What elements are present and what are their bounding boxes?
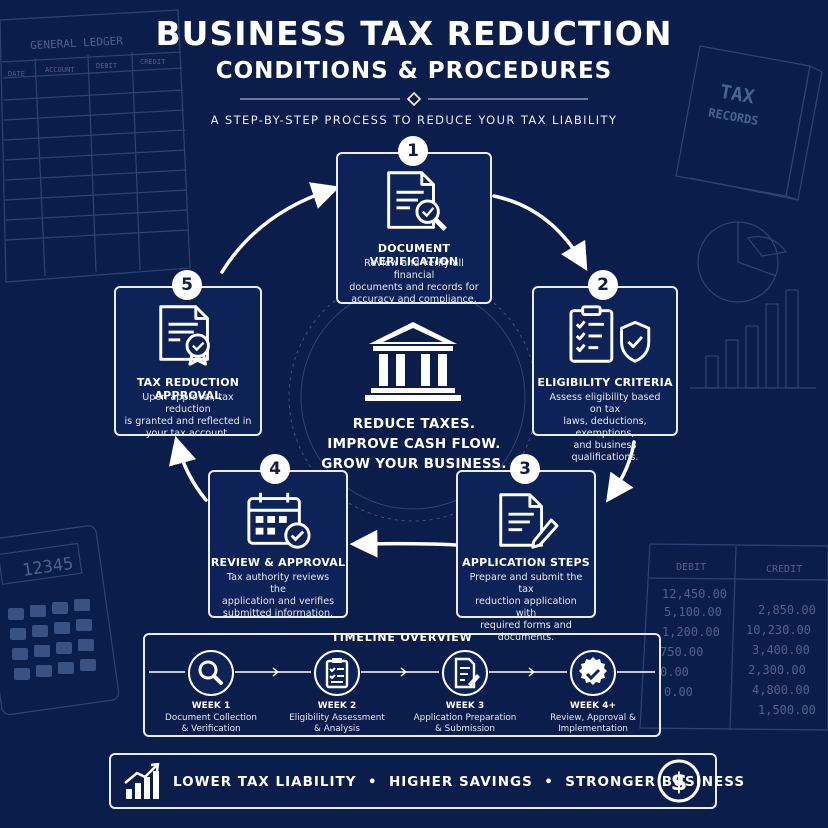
svg-text:3,400.00: 3,400.00 [752, 643, 810, 657]
document-pen-icon [499, 493, 559, 549]
step-badge-3: 3 [510, 454, 540, 484]
arrow-5-to-1 [220, 182, 340, 274]
arrow-3-to-4 [349, 529, 458, 558]
svg-text:DEBIT: DEBIT [676, 562, 706, 573]
calendar-check-icon [247, 492, 311, 549]
page-tagline: A STEP-BY-STEP PROCESS TO REDUCE YOUR TA… [210, 113, 618, 127]
growth-chart-icon [124, 763, 160, 799]
timeline-track [149, 667, 655, 677]
timeline-week: WEEK 2 [317, 701, 357, 711]
svg-text:ACCOUNT: ACCOUNT [45, 66, 75, 74]
svg-text:0.00: 0.00 [664, 685, 693, 699]
timeline-panel: TIMELINE OVERVIEW WEEK 1 Document Collec… [143, 631, 661, 737]
arrow-2-to-3 [606, 440, 636, 503]
center-message: REDUCE TAXES. IMPROVE CASH FLOW. GROW YO… [321, 416, 507, 472]
timeline-title: TIMELINE OVERVIEW [331, 631, 473, 644]
page-title: BUSINESS TAX REDUCTION [155, 14, 673, 53]
step-badge-1: 1 [398, 136, 428, 166]
arrow-1-to-2 [492, 194, 588, 272]
ledger-title: GENERAL LEDGER [30, 34, 124, 52]
checklist-shield-icon [569, 305, 651, 363]
timeline-week: WEEK 1 [191, 701, 231, 711]
timeline-description: Document Collection& Verification [165, 713, 257, 734]
timeline-description: Eligibility Assessment& Analysis [289, 713, 385, 734]
award-badge-icon [570, 650, 616, 696]
dollar-coin-icon: $ [657, 759, 701, 803]
step-title: TAX REDUCTION APPROVAL [136, 376, 240, 402]
step-title: REVIEW & APPROVAL [210, 556, 346, 569]
document-edit-icon [442, 650, 488, 696]
svg-text:$: $ [671, 768, 688, 796]
svg-text:DEBIT: DEBIT [96, 62, 118, 70]
step-card-2: ELIGIBILITY CRITERIA Assess eligibility … [532, 286, 678, 463]
magnifier-icon [188, 650, 234, 696]
svg-text:10,230.00: 10,230.00 [746, 623, 811, 637]
svg-text:750.00: 750.00 [660, 645, 703, 659]
timeline-week: WEEK 4+ [569, 701, 617, 711]
svg-text:DATE: DATE [8, 70, 25, 78]
benefits-banner: LOWER TAX LIABILITY • HIGHER SAVINGS • S… [109, 753, 746, 809]
step-title: ELIGIBILITY CRITERIA [537, 376, 673, 389]
benefits-text: LOWER TAX LIABILITY • HIGHER SAVINGS • S… [173, 774, 746, 790]
page-subtitle-heading: CONDITIONS & PROCEDURES [215, 58, 613, 84]
step-badge-2: 2 [588, 270, 618, 300]
svg-text:CREDIT: CREDIT [140, 58, 166, 66]
step-card-3: APPLICATION STEPS Prepare and submit the… [456, 470, 596, 643]
svg-text:4,800.00: 4,800.00 [752, 683, 810, 697]
svg-text:0.00: 0.00 [660, 665, 689, 679]
arrow-4-to-5 [168, 435, 208, 502]
document-search-icon [387, 171, 447, 231]
step-card-5: TAX REDUCTION APPROVAL Upon approval, ta… [114, 286, 262, 439]
certificate-icon [159, 305, 210, 366]
timeline-description: Review, Approval &Implementation [550, 713, 636, 734]
svg-text:2,850.00: 2,850.00 [758, 603, 816, 617]
step-title: APPLICATION STEPS [462, 556, 590, 569]
svg-text:2,300.00: 2,300.00 [748, 663, 806, 677]
svg-text:5,100.00: 5,100.00 [664, 605, 722, 619]
title-divider [240, 92, 588, 106]
step-title: DOCUMENT VERIFICATION [369, 242, 459, 268]
step-badge-5: 5 [172, 270, 202, 300]
clipboard-icon [314, 650, 360, 696]
svg-text:1,200.00: 1,200.00 [662, 625, 720, 639]
step-badge-4: 4 [260, 454, 290, 484]
step-card-1: DOCUMENT VERIFICATION Review and verify … [336, 152, 492, 305]
bank-building-icon [365, 322, 461, 401]
svg-text:12,450.00: 12,450.00 [662, 587, 727, 601]
timeline-week: WEEK 3 [445, 701, 485, 711]
svg-text:1,500.00: 1,500.00 [758, 703, 816, 717]
step-card-4: REVIEW & APPROVAL Tax authority reviews … [208, 470, 348, 619]
timeline-description: Application Preparation& Submission [413, 713, 517, 734]
svg-text:CREDIT: CREDIT [766, 564, 802, 575]
